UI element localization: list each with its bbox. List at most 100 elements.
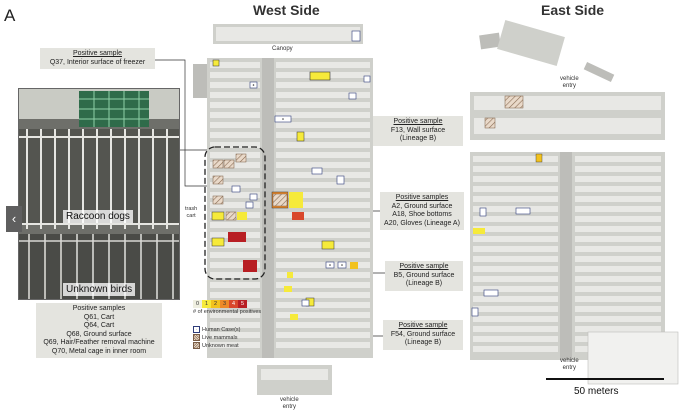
stall-row [575, 256, 661, 262]
animal-cage-photo: Raccoon dogs Unknown birds [18, 88, 180, 300]
stall-row [210, 172, 260, 178]
stall-row [276, 282, 370, 288]
live-mammals-icon [193, 334, 200, 341]
human-case-icon: · [193, 326, 200, 333]
stall-row [276, 102, 370, 108]
stall-row [473, 336, 558, 342]
stall-row [473, 176, 558, 182]
scale-bar [546, 378, 664, 380]
stall-row [276, 202, 370, 208]
callout-positive-samples-list: Positive samples Q61, Cart Q64, Cart Q68… [36, 303, 162, 358]
stall-row [575, 226, 661, 232]
legend-unknown-meat: Unknown meat [193, 342, 239, 349]
stall-row [210, 122, 260, 128]
stall-row [473, 166, 558, 172]
stall-row [210, 112, 260, 118]
stall-row [210, 262, 260, 268]
stall-row [575, 296, 661, 302]
stall-row [575, 276, 661, 282]
stall-row [473, 346, 558, 352]
stall-row [575, 166, 661, 172]
stall-row [276, 212, 370, 218]
canopy-label: Canopy [272, 46, 293, 52]
stall-row [473, 246, 558, 252]
stall-row [276, 262, 370, 268]
stall-row [276, 132, 370, 138]
stall-row [575, 286, 661, 292]
stall-row [575, 176, 661, 182]
stall-row [210, 222, 260, 228]
unknown-birds-label: Unknown birds [63, 283, 136, 296]
stall-row [210, 92, 260, 98]
legend-live-mammals: Live mammals [193, 334, 237, 341]
scale-swatch-4: 4 [229, 300, 238, 308]
wildlife-region-outline [204, 146, 266, 280]
stall-row [210, 272, 260, 278]
stall-row [575, 306, 661, 312]
stall-row [276, 112, 370, 118]
stall-row [473, 226, 558, 232]
stall-row [473, 296, 558, 302]
stall-row [473, 266, 558, 272]
stall-row [473, 276, 558, 282]
stall-row [473, 216, 558, 222]
stall-row [210, 332, 260, 338]
stall-row [276, 332, 370, 338]
live-mammal-stalls [212, 153, 288, 221]
stall-row [210, 342, 260, 348]
scale-swatch-3: 3 [220, 300, 229, 308]
east-side-title: East Side [541, 2, 605, 18]
stall-row [210, 162, 260, 168]
stall-row [276, 152, 370, 158]
callout-f13: Positive sample F13, Wall surface (Linea… [373, 116, 463, 146]
stall-row [276, 192, 370, 198]
stall-row [473, 236, 558, 242]
stall-row [276, 232, 370, 238]
west-stall-rows [210, 62, 370, 348]
stall-row [276, 92, 370, 98]
stall-row [210, 72, 260, 78]
stall-row [210, 282, 260, 288]
stall-row [210, 62, 260, 68]
stall-row [276, 82, 370, 88]
stall-row [473, 326, 558, 332]
stall-row [575, 196, 661, 202]
stall-row [473, 186, 558, 192]
stall-row [575, 206, 661, 212]
stall-row [575, 316, 661, 322]
scale-title: # of environmental positives [193, 309, 262, 315]
east-stall-rows [473, 156, 661, 352]
stall-row [575, 156, 661, 162]
panel-letter: A [4, 6, 16, 25]
scale-swatch-1: 1 [202, 300, 211, 308]
stall-row [276, 172, 370, 178]
stall-row [210, 252, 260, 258]
stall-row [276, 182, 370, 188]
stall-row [276, 162, 370, 168]
stall-row [276, 252, 370, 258]
scale-swatch-0: 0 [193, 300, 202, 308]
east-top-buildings [479, 20, 615, 82]
stall-row [276, 342, 370, 348]
callout-b5: Positive sample B5, Ground surface (Line… [385, 261, 463, 291]
stall-row [276, 322, 370, 328]
trash-cart-label: trash cart [185, 206, 198, 219]
scale-bar-label: 50 meters [574, 386, 619, 397]
previous-arrow-button[interactable]: ‹ [6, 206, 22, 232]
stall-row [575, 266, 661, 272]
vehicle-entry-right-label: vehicle entry [560, 358, 579, 371]
stall-row [473, 196, 558, 202]
stall-row [575, 186, 661, 192]
stall-row [276, 312, 370, 318]
stall-row [575, 326, 661, 332]
stall-row [210, 102, 260, 108]
legend-human-case: · Human Case(s) [193, 326, 241, 333]
stall-row [210, 312, 260, 318]
human-case-dots [252, 84, 343, 266]
scale-swatch-5: 5 [238, 300, 247, 308]
stall-row [210, 142, 260, 148]
stall-row [276, 122, 370, 128]
stall-row [210, 132, 260, 138]
